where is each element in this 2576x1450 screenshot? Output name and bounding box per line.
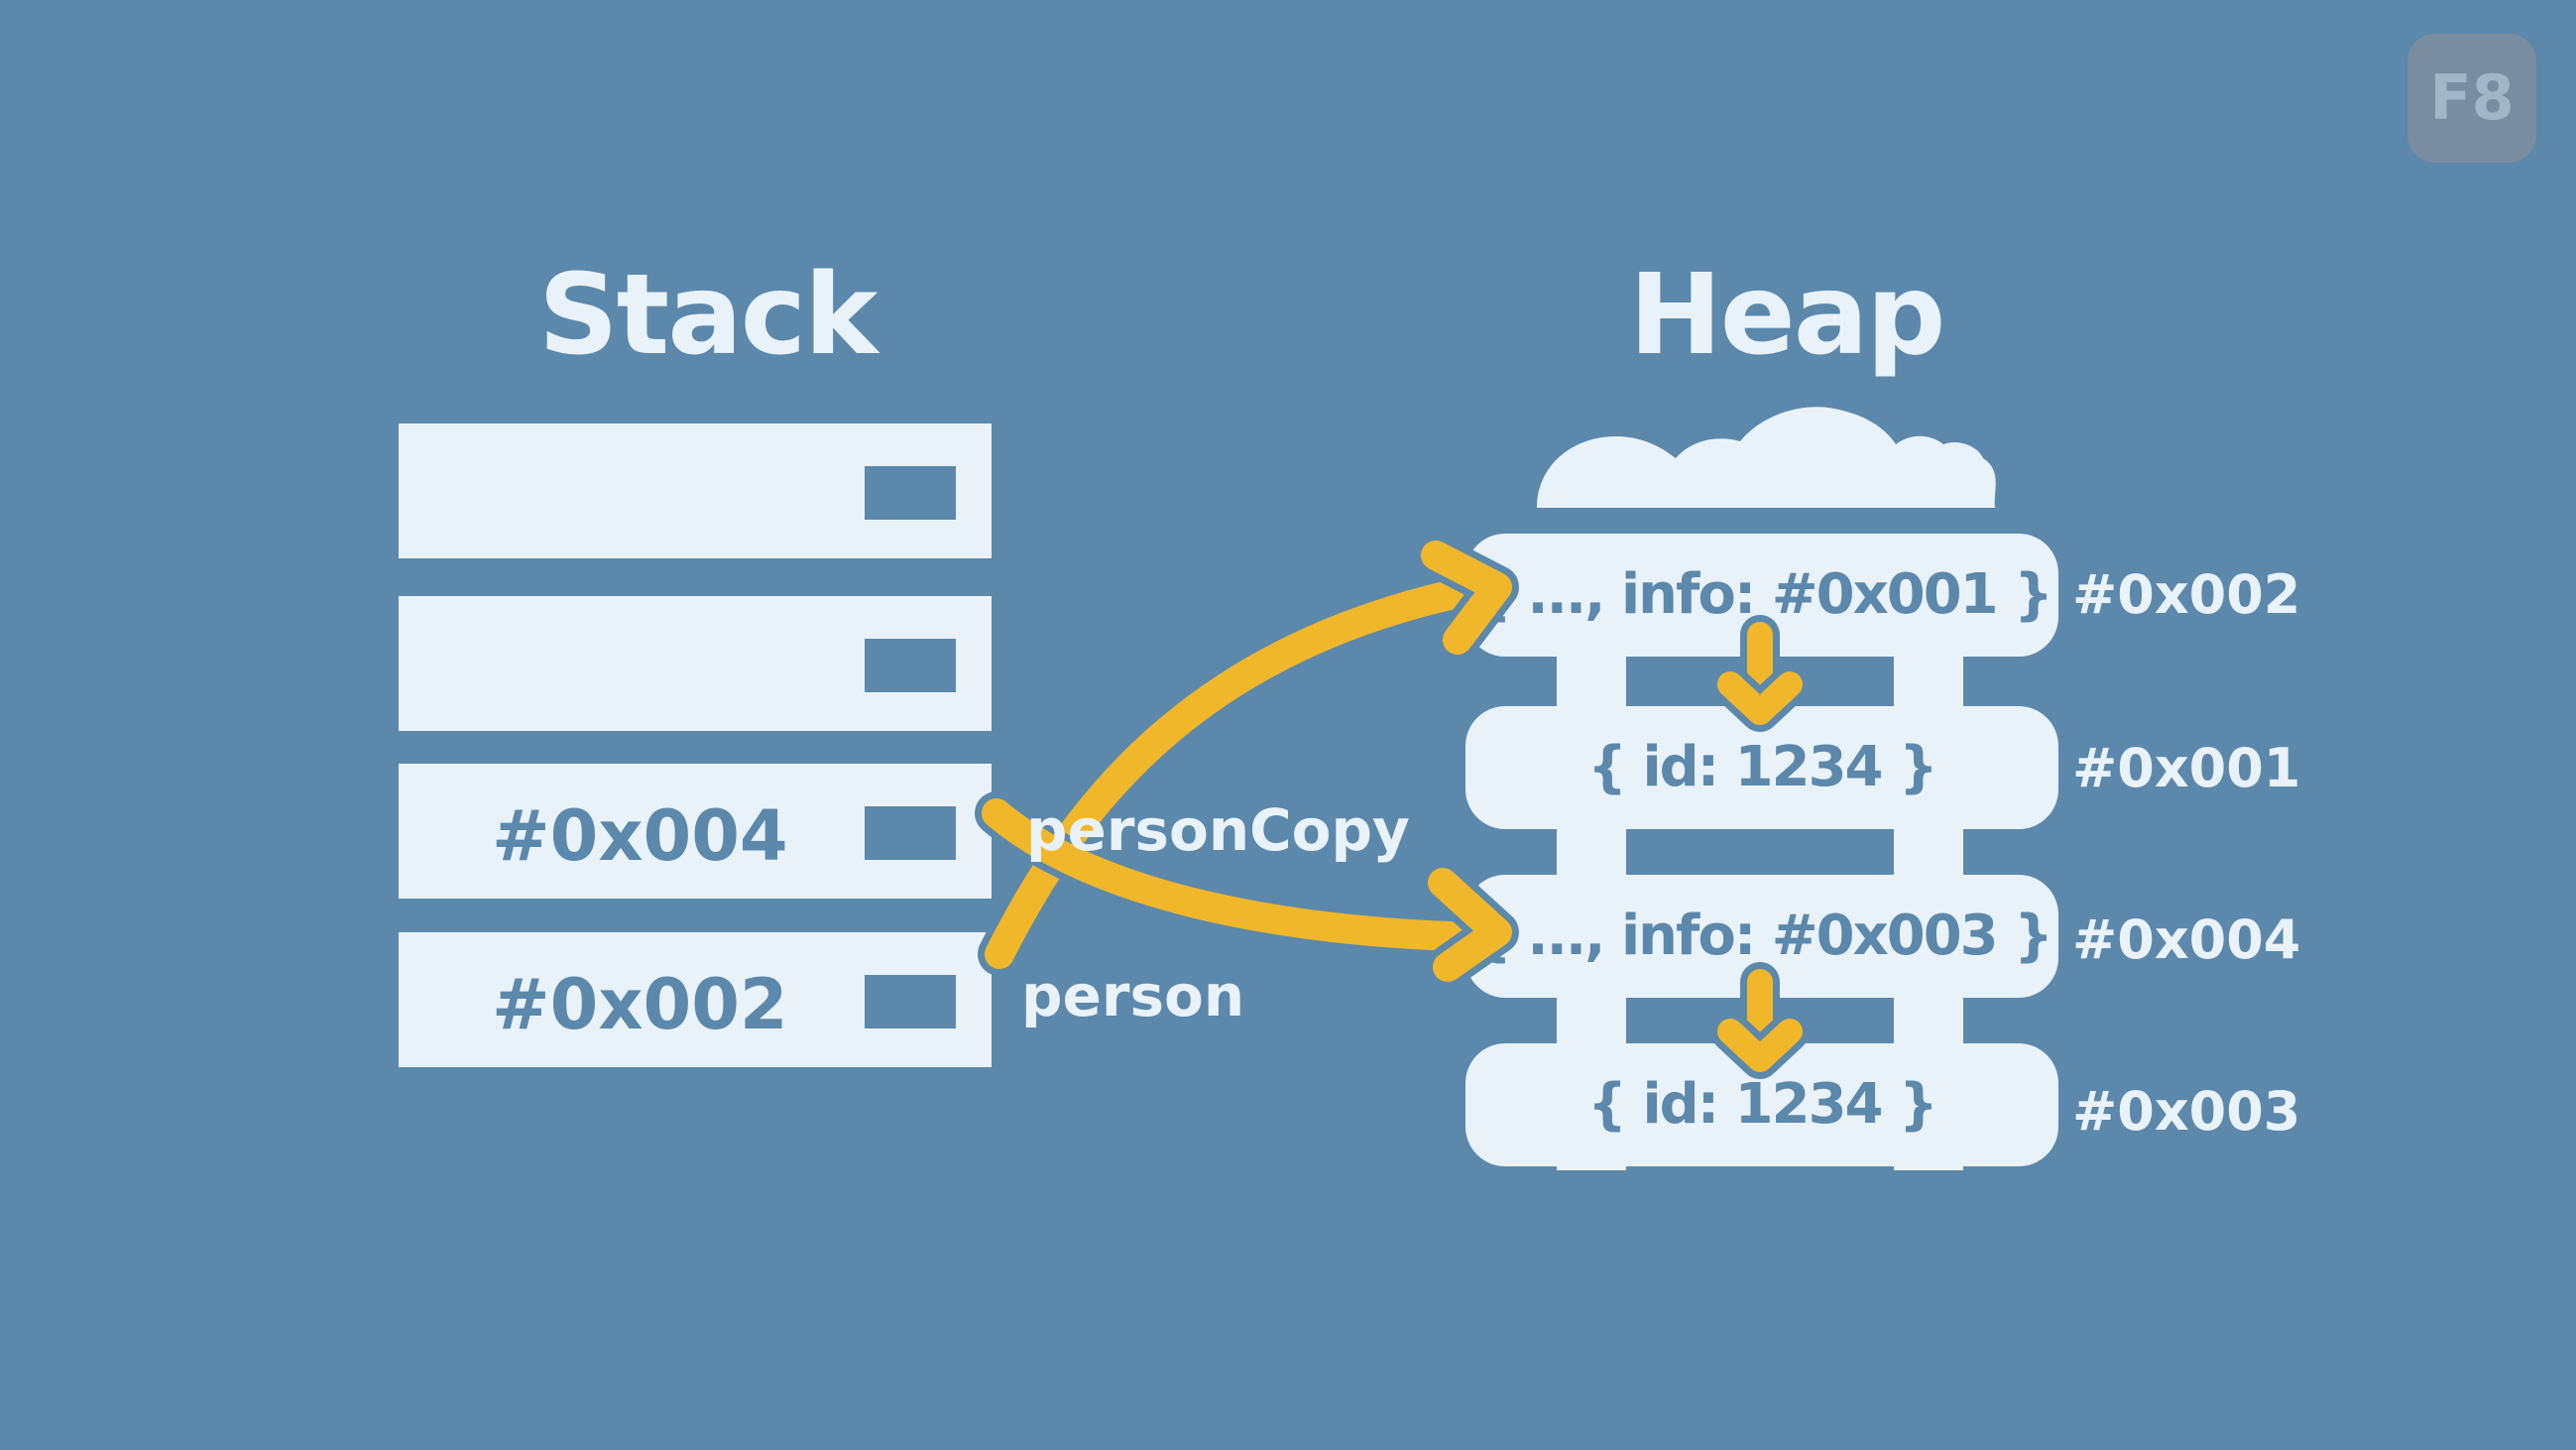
heap-object-0x003: { id: 1234 } [1465,1043,2058,1166]
heap-object-content: { ..., info: #0x003 } [1471,904,2053,968]
stack-slot-pointer-box [865,639,956,692]
heap-object-content: { id: 1234 } [1587,1072,1938,1137]
heap-address-label: #0x003 [2072,1080,2301,1143]
heap-address-label: #0x004 [2072,908,2301,971]
heap-cloud [1537,407,1996,508]
stack-slot-2 [399,596,992,731]
variable-label-person: person [1021,962,1245,1029]
arrowhead-heap-2 [1717,1019,1803,1072]
stack-slot-value: #0x002 [492,964,788,1045]
heap-title: Heap [1629,251,1945,380]
arrow-person-copy [982,798,1497,952]
logo-text: F8 [2429,61,2515,134]
heap-object-0x004: { ..., info: #0x003 } [1465,875,2058,998]
arrow-person [985,573,1497,969]
heap-object-content: { ..., info: #0x001 } [1471,562,2053,627]
variable-label-person-copy: personCopy [1026,796,1410,864]
stack-slot-person-copy: #0x004 [399,764,992,899]
arrowhead-person-copy [1428,868,1512,982]
stack-slot-pointer-box [865,466,956,520]
heap-address-label: #0x002 [2072,563,2301,626]
stack-slot-value: #0x004 [492,795,788,877]
stack-slot-pointer-box [865,806,956,860]
arrowhead-heap-1 [1717,671,1803,725]
f8-logo: F8 [2407,34,2536,163]
stack-slot-1 [399,423,992,558]
stack-title: Stack [538,251,878,380]
stack-slot-person: #0x002 [399,932,992,1067]
heap-address-label: #0x001 [2072,737,2301,799]
arrowhead-person [1421,541,1512,655]
stack-slot-pointer-box [865,975,956,1028]
heap-object-content: { id: 1234 } [1587,735,1938,799]
